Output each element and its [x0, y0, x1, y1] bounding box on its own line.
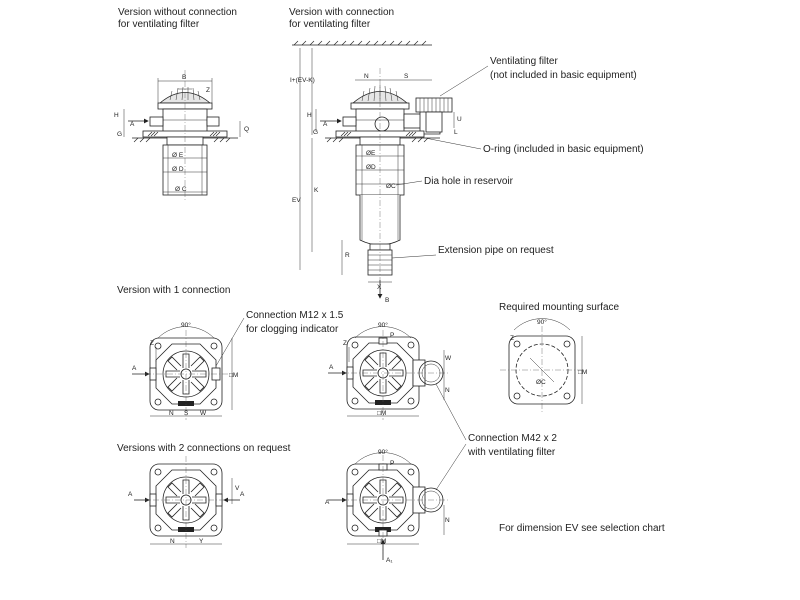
dim-c-side2: ØC	[386, 183, 396, 190]
caption-without-connection-line1: Version without connection	[118, 7, 237, 18]
dim-c-side1: Ø C	[175, 186, 187, 193]
dim-d-side1: Ø D	[172, 166, 184, 173]
top-view-one-connection-m42	[328, 326, 467, 441]
caption-ventilating-filter-line1: Ventilating filter	[490, 56, 558, 67]
caption-one-connection: Version with 1 connection	[117, 285, 230, 296]
caption-connection-m42-line1: Connection M42 x 2	[468, 433, 557, 444]
caption-dia-hole: Dia hole in reservoir	[424, 176, 514, 187]
dim-k-side2: K	[314, 187, 319, 194]
dim-z-top1: Z	[150, 340, 154, 347]
caption-with-connection-line1: Version with connection	[289, 7, 394, 18]
dim-n-side2: N	[364, 73, 369, 80]
dim-s-side2: S	[404, 73, 409, 80]
caption-without-connection-line2: for ventilating filter	[118, 19, 200, 30]
dim-c-mount: ØC	[536, 379, 546, 386]
dim-b-side1: B	[182, 74, 186, 81]
dim-n-top2: N	[445, 387, 450, 394]
dim-a-side1: A	[130, 121, 135, 128]
dim-90-mount: 90°	[537, 318, 547, 326]
dim-z-side1: Z	[206, 87, 210, 94]
side-view-with-connection	[292, 40, 489, 299]
caption-with-connection-line2: for ventilating filter	[289, 19, 371, 30]
dim-w-top2: W	[445, 355, 452, 362]
top-view-two-connections-m42	[328, 443, 467, 560]
dim-s-top1: S	[184, 410, 189, 417]
dim-l-side2: L	[454, 129, 458, 136]
dim-h-side2: H	[307, 112, 312, 119]
caption-connection-m42-line2: with ventilating filter	[467, 447, 556, 458]
dim-m-mount: □M	[578, 369, 587, 376]
caption-ventilating-filter-line2: (not included in basic equipment)	[490, 70, 637, 81]
dim-x-side2: X	[377, 284, 382, 291]
dim-evk: I+(EV-K)	[290, 77, 315, 84]
caption-connection-m12-line1: Connection M12 x 1.5	[246, 310, 344, 321]
dim-r-side2: R	[345, 252, 350, 259]
dim-y-top3: Y	[199, 538, 204, 545]
dim-ev-side2: EV	[292, 197, 301, 204]
dim-m-top4: □M	[377, 538, 386, 545]
dim-p-top2: P	[390, 332, 394, 339]
top-view-one-connection-m12	[132, 317, 245, 420]
dim-m-top1: □M	[229, 372, 238, 379]
dim-a-side2: A	[323, 121, 328, 128]
dim-z-top2: Z	[343, 340, 347, 347]
dim-v-top3: V	[235, 485, 240, 492]
dim-g-side1: G	[117, 131, 122, 138]
dim-g-side2: G	[313, 129, 318, 136]
dim-e-side2: ØE	[366, 150, 376, 157]
dim-a-top3-right: A	[240, 491, 245, 498]
dim-n-top1: N	[169, 410, 174, 417]
dim-90-top2: 90°	[378, 321, 388, 329]
caption-dimension-ev: For dimension EV see selection chart	[499, 523, 665, 534]
dim-a1-top4: A₁	[386, 557, 393, 564]
dim-n-top4: N	[445, 517, 450, 524]
caption-connection-m12-line2: for clogging indicator	[246, 324, 339, 335]
dim-b-outflow: B	[385, 297, 389, 304]
dim-d-side2: ØD	[366, 164, 376, 171]
top-view-two-connections	[134, 456, 240, 548]
dim-90-top4: 90°	[378, 448, 388, 456]
dim-a-top2: A	[329, 364, 334, 371]
dim-90-top1: 90°	[181, 321, 191, 329]
dim-p-top4: P	[390, 460, 394, 467]
dim-w-top1: W	[200, 410, 207, 417]
dim-n-top3: N	[170, 538, 175, 545]
dim-h-side1: H	[114, 112, 119, 119]
dim-a-top4: A	[325, 499, 330, 506]
mounting-surface-view	[500, 318, 585, 412]
caption-two-connections: Versions with 2 connections on request	[117, 443, 291, 454]
caption-extension-pipe: Extension pipe on request	[438, 245, 554, 256]
dim-m-top2: □M	[377, 410, 386, 417]
dim-z-mount: Z	[510, 335, 514, 342]
side-view-without-connection	[123, 70, 241, 200]
caption-mounting-surface: Required mounting surface	[499, 302, 620, 313]
dim-a-top3: A	[128, 491, 133, 498]
dim-q-side1: Q	[244, 126, 249, 133]
dim-u-side2: U	[457, 116, 462, 123]
dim-a-top1: A	[132, 365, 137, 372]
dim-e-side1: Ø E	[172, 152, 184, 159]
caption-o-ring: O-ring (included in basic equipment)	[483, 144, 644, 155]
